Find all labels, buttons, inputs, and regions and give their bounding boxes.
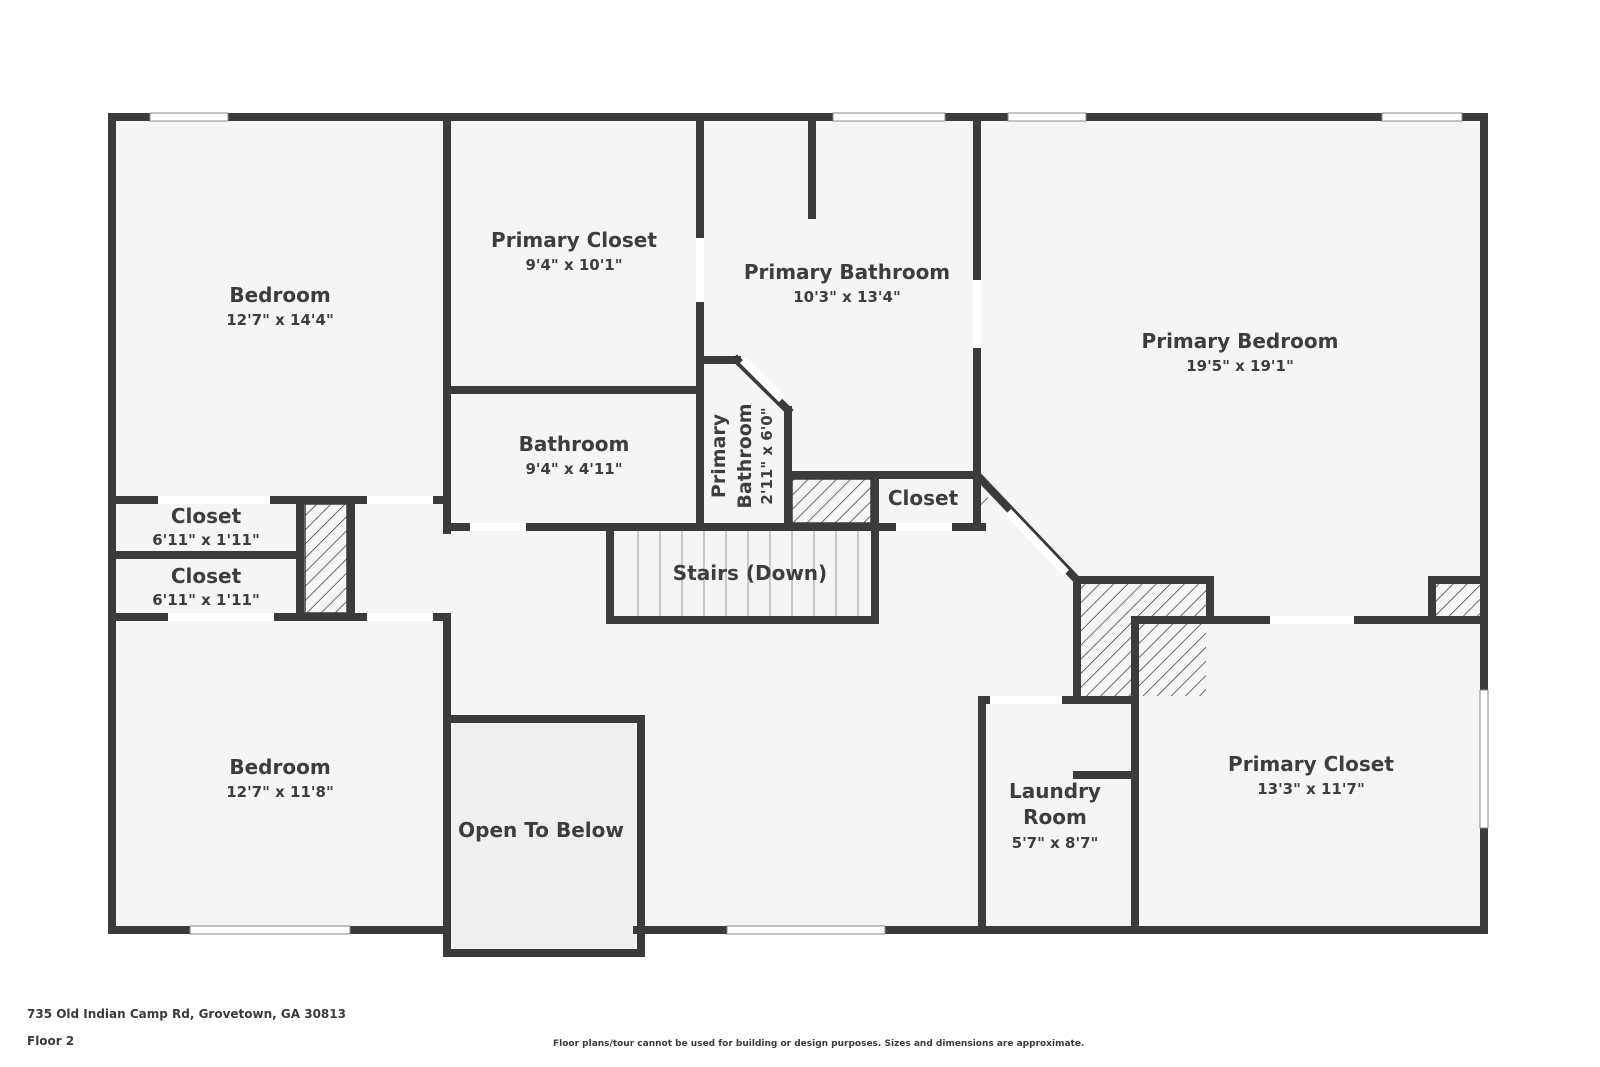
room-dimension: 12'7" x 11'8"	[226, 783, 334, 801]
property-address: 735 Old Indian Camp Rd, Grovetown, GA 30…	[27, 1007, 346, 1021]
room-name: Room	[1023, 805, 1087, 829]
room-name: Bathroom	[519, 432, 630, 456]
room-name: Primary Bedroom	[1142, 329, 1339, 353]
room-name: Primary Closet	[1228, 752, 1394, 776]
room-dimension: 12'7" x 14'4"	[226, 311, 334, 329]
room-name: Primary Closet	[491, 228, 657, 252]
room-dimension: 5'7" x 8'7"	[1012, 834, 1099, 852]
room-name: Stairs (Down)	[673, 561, 827, 585]
door-opening-diagonal	[1005, 509, 1069, 576]
room-dimension: 9'4" x 4'11"	[525, 460, 622, 478]
disclaimer: Floor plans/tour cannot be used for buil…	[553, 1039, 1085, 1049]
room-dimension: 6'11" x 1'11"	[152, 591, 260, 609]
open-to-below-area	[451, 723, 637, 950]
room-dimension: 2'11" x 6'0"	[758, 407, 776, 504]
room-name: Closet	[888, 486, 959, 510]
floor-label: Floor 2	[27, 1034, 75, 1048]
door-openings	[158, 238, 1354, 704]
room-name: Open To Below	[458, 818, 624, 842]
room-name: Primary Bathroom	[744, 260, 950, 284]
room-name: Primary	[708, 413, 730, 498]
room-name: Closet	[171, 564, 242, 588]
room-dimension: 13'3" x 11'7"	[1257, 780, 1365, 798]
room-name: Bedroom	[229, 283, 330, 307]
stair-treads	[637, 531, 859, 616]
room-name: Laundry	[1009, 779, 1101, 803]
hatched-chases	[304, 478, 1480, 696]
windows	[149, 112, 1489, 935]
room-dimension: 19'5" x 19'1"	[1186, 357, 1294, 375]
room-name: Bathroom	[734, 403, 756, 508]
room-name: Closet	[171, 504, 242, 528]
room-dimension: 6'11" x 1'11"	[152, 531, 260, 549]
room-dimension: 10'3" x 13'4"	[793, 288, 901, 306]
door-opening-diagonal	[740, 357, 785, 402]
room-name: Bedroom	[229, 755, 330, 779]
room-dimension: 9'4" x 10'1"	[525, 256, 622, 274]
